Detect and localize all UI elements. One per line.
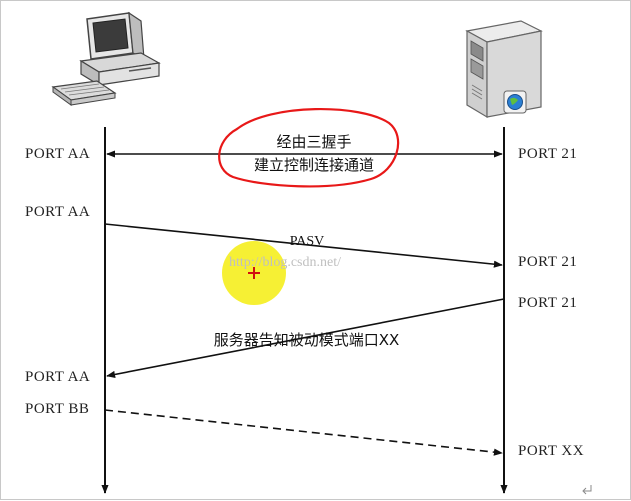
data-connection-arrow xyxy=(104,409,503,456)
client-port-label: PORT AA xyxy=(25,146,91,162)
pasv-label: PASV xyxy=(289,234,325,249)
desktop-computer-icon xyxy=(51,11,161,106)
client-port-label: PORT AA xyxy=(25,204,91,220)
client-port-label: PORT BB xyxy=(25,401,90,417)
server-tower-icon xyxy=(465,20,543,119)
cursor-crosshair-icon xyxy=(248,267,260,279)
server-port-label: PORT XX xyxy=(518,443,585,459)
highlight-circle xyxy=(218,107,400,188)
server-notify-label: 服务器告知被动模式端口XX xyxy=(213,331,400,349)
server-port-label: PORT 21 xyxy=(518,254,578,270)
handshake-caption-line1: 经由三握手 xyxy=(276,133,352,151)
pasv-request-arrow xyxy=(104,223,503,268)
return-mark-icon xyxy=(582,485,592,495)
client-port-label: PORT AA xyxy=(25,369,91,385)
watermark: http://blog.csdn.net/ xyxy=(229,255,341,270)
server-port-label: PORT 21 xyxy=(518,295,578,311)
handshake-caption-line2: 建立控制连接通道 xyxy=(253,156,374,174)
server-notify-arrow xyxy=(106,298,505,378)
server-port-label: PORT 21 xyxy=(518,146,578,162)
